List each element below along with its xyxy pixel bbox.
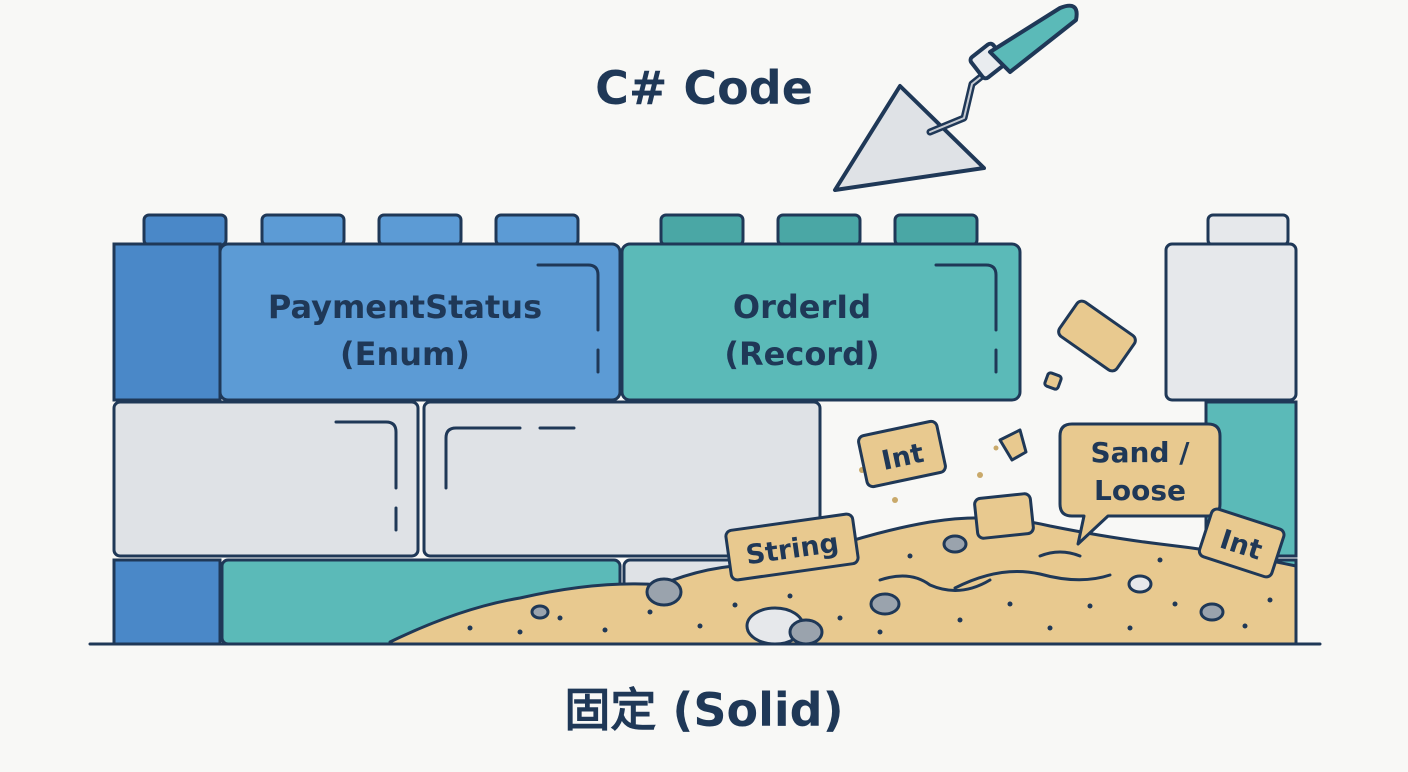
order-id-label: OrderId	[733, 288, 871, 326]
diagram-caption: 固定 (Solid)	[564, 683, 843, 737]
payment-status-kind: (Enum)	[340, 335, 470, 373]
payment-status-label: PaymentStatus	[268, 288, 542, 326]
brick-studs	[142, 213, 1290, 247]
middle-brick-row	[112, 400, 1298, 558]
sand-pile	[388, 516, 1298, 646]
int-tag-lower: Int	[1197, 507, 1286, 579]
trowel-icon	[833, 3, 1079, 192]
sand-loose-callout: Sand / Loose	[1058, 422, 1222, 546]
broken-brick-chunk	[973, 492, 1035, 540]
int-tag-upper: Int	[857, 419, 947, 489]
falling-debris	[998, 299, 1137, 462]
brick-highlights	[536, 263, 998, 374]
order-id-kind: (Record)	[724, 335, 879, 373]
top-brick-row	[112, 242, 1298, 402]
diagram-title: C# Code	[595, 61, 813, 115]
callout-line-2: Loose	[1094, 474, 1186, 507]
string-tag: String	[724, 512, 860, 582]
pebble-icon	[530, 534, 1225, 646]
callout-line-1: Sand /	[1090, 436, 1190, 469]
sand-grains	[467, 445, 1273, 635]
